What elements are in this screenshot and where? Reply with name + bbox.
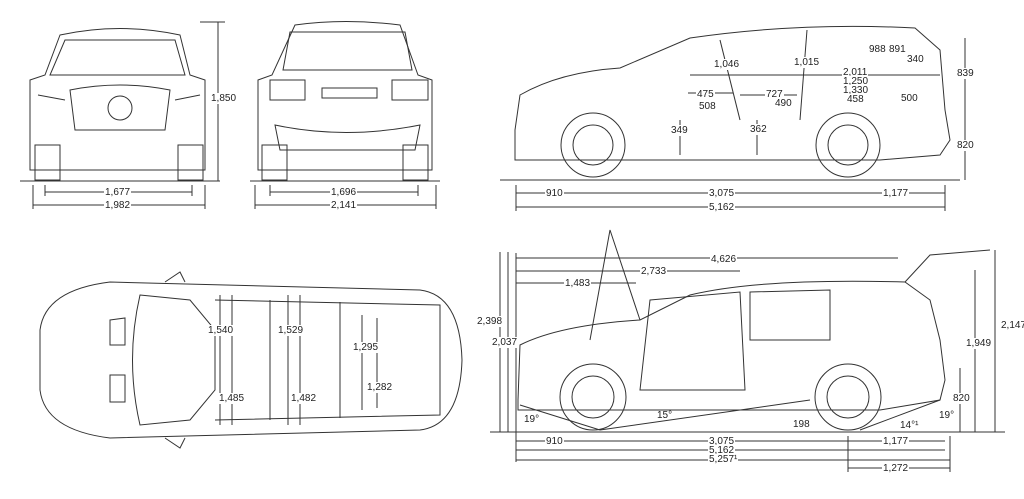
rear-500-label: 500: [900, 93, 919, 104]
ext-wheelbase-label: 3,075: [708, 436, 736, 447]
interior-side-view-drawing: [500, 25, 966, 211]
ext-rear-overhang-label: 1,177: [882, 436, 910, 447]
ground-clearance-label: 198: [793, 419, 810, 430]
cargo-1330-label: 1,330: [842, 85, 870, 96]
wheelbase-label: 3,075: [708, 188, 736, 199]
rear-hip-room-label: 1,282: [366, 382, 394, 393]
departure-angle-14-label: 14°¹: [900, 420, 919, 431]
ramp-angle-label: 15°: [657, 410, 673, 421]
rear-seat-458-label: 458: [846, 94, 865, 105]
front-seat-depth-label: 508: [698, 101, 717, 112]
length-with-hitch-label: 5,257¹: [708, 454, 739, 465]
rear-view-drawing: [250, 21, 440, 209]
rear-shoulder-room-label: 1,295: [352, 342, 380, 353]
hood-reach-label: 1,483: [564, 278, 592, 289]
exterior-side-view-drawing: [490, 229, 1005, 472]
ext-front-overhang-label: 910: [545, 436, 564, 447]
departure-angle-19-label: 19°: [939, 410, 955, 421]
height-1949-label: 1,949: [965, 338, 993, 349]
load-height-label: 820: [952, 393, 971, 404]
front-legroom-label: 475: [696, 89, 715, 100]
rear-headroom-988-label: 988: [868, 44, 887, 55]
upper-height-label: 839: [956, 68, 975, 79]
mid-seat-depth-label: 490: [774, 98, 793, 109]
front-view-drawing: [20, 21, 225, 209]
lower-height-label: 820: [956, 140, 975, 151]
front-headroom-label: 1,046: [713, 59, 741, 70]
front-hip-room-label: 1,485: [218, 393, 246, 404]
front-track-label: 1,677: [104, 187, 132, 198]
rear-overhang-label: 1,177: [882, 188, 910, 199]
cargo-2011-label: 2,011: [842, 67, 869, 78]
top-view-drawing: [39, 271, 463, 449]
mid-hip-room-label: 1,482: [290, 393, 318, 404]
height-2037-label: 2,037: [491, 337, 519, 348]
rear-width-label: 2,141: [330, 200, 358, 211]
rear-with-hitch-label: 1,272: [882, 463, 910, 474]
b-pillar-length-label: 2,733: [640, 266, 668, 277]
length-label: 5,162: [708, 202, 736, 213]
rear-headroom-891-label: 891: [888, 44, 907, 55]
front-shoulder-room-label: 1,540: [207, 325, 235, 336]
mid-legroom-label: 727: [765, 89, 784, 100]
cargo-1250-label: 1,250: [842, 76, 870, 87]
ext-length-label: 5,162: [708, 445, 736, 456]
mid-headroom-label: 1,015: [793, 57, 821, 68]
open-length-label: 4,626: [710, 254, 738, 265]
rear-track-label: 1,696: [330, 187, 358, 198]
front-overhang-label: 910: [545, 188, 564, 199]
front-height-label: 1,850: [210, 93, 238, 104]
front-width-label: 1,982: [104, 200, 132, 211]
cargo-340-label: 340: [906, 54, 925, 65]
approach-angle-label: 19°: [524, 414, 540, 425]
hood-open-height-label: 2,398: [476, 316, 504, 327]
mid-seat-height-label: 362: [749, 124, 768, 135]
tailgate-open-height-label: 2,147: [1000, 320, 1024, 331]
front-seat-height-label: 349: [670, 125, 689, 136]
mid-shoulder-room-label: 1,529: [277, 325, 305, 336]
